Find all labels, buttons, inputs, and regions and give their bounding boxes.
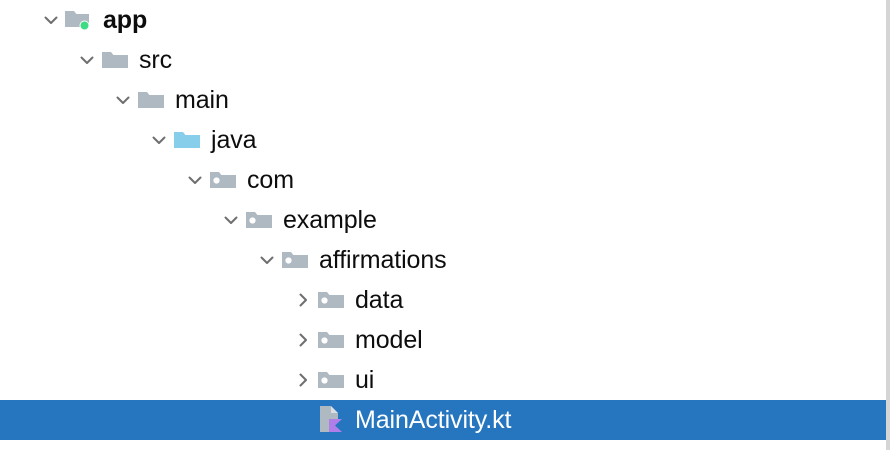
package-folder-icon <box>316 320 346 360</box>
indent-spacer <box>0 320 290 360</box>
tree-row-label: java <box>211 125 257 154</box>
tree-row[interactable]: java <box>0 120 886 160</box>
tree-row-label: data <box>355 285 404 314</box>
tree-row-label: model <box>355 325 423 354</box>
tree-row[interactable]: affirmations <box>0 240 886 280</box>
tree-row[interactable]: com <box>0 160 886 200</box>
package-folder-icon <box>244 200 274 240</box>
chevron-down-glyph <box>80 56 94 64</box>
kotlin-file-glyph <box>320 406 342 432</box>
indent-spacer <box>0 360 290 400</box>
chevron-down-glyph <box>44 16 58 24</box>
tree-row[interactable]: ui <box>0 360 886 400</box>
chevron-down-icon[interactable] <box>254 240 280 280</box>
folder-glyph <box>102 52 128 68</box>
tree-row-label: src <box>139 45 173 74</box>
chevron-down-glyph <box>224 216 238 224</box>
folder-glyph <box>138 92 164 108</box>
chevron-down-icon[interactable] <box>74 40 100 80</box>
chevron-down-glyph <box>116 96 130 104</box>
indent-spacer <box>0 120 146 160</box>
indent-spacer <box>0 160 182 200</box>
chevron-down-glyph <box>260 256 274 264</box>
package-folder-glyph <box>210 172 236 188</box>
chevron-down-icon[interactable] <box>110 80 136 120</box>
module-folder-icon <box>64 0 94 40</box>
scrollbar-track[interactable] <box>886 0 890 450</box>
indent-spacer <box>0 40 74 80</box>
chevron-down-glyph <box>152 136 166 144</box>
chevron-right-glyph <box>299 293 307 307</box>
chevron-down-icon[interactable] <box>182 160 208 200</box>
package-folder-glyph <box>318 332 344 348</box>
indent-spacer <box>0 80 110 120</box>
package-folder-icon <box>316 360 346 400</box>
tree-row-label: app <box>103 5 148 34</box>
folder-icon <box>136 80 166 120</box>
chevron-right-icon[interactable] <box>290 360 316 400</box>
chevron-down-glyph <box>188 176 202 184</box>
tree-row-label: affirmations <box>319 245 447 274</box>
folder-icon <box>100 40 130 80</box>
package-folder-glyph <box>318 372 344 388</box>
chevron-right-icon[interactable] <box>290 280 316 320</box>
package-folder-icon <box>208 160 238 200</box>
kotlin-file-icon <box>316 400 346 440</box>
indent-spacer <box>0 400 290 440</box>
tree-row-label: MainActivity.kt <box>355 405 512 434</box>
package-folder-glyph <box>318 292 344 308</box>
tree-row[interactable]: example <box>0 200 886 240</box>
indent-spacer <box>0 280 290 320</box>
package-folder-glyph <box>282 252 308 268</box>
tree-row-label: ui <box>355 365 375 394</box>
tree-row[interactable]: main <box>0 80 886 120</box>
tree-row[interactable]: MainActivity.kt <box>0 400 886 440</box>
chevron-down-icon[interactable] <box>218 200 244 240</box>
chevron-right-icon[interactable] <box>290 320 316 360</box>
source-root-folder-icon <box>172 120 202 160</box>
package-folder-glyph <box>246 212 272 228</box>
tree-row[interactable]: model <box>0 320 886 360</box>
chevron-right-glyph <box>299 373 307 387</box>
tree-row-label: com <box>247 165 294 194</box>
panel-right-gap <box>890 0 896 450</box>
tree-row[interactable]: app <box>0 0 886 40</box>
chevron-down-icon[interactable] <box>146 120 172 160</box>
package-folder-icon <box>280 240 310 280</box>
tree-row[interactable]: data <box>0 280 886 320</box>
package-folder-icon <box>316 280 346 320</box>
source-root-folder-glyph <box>174 132 200 148</box>
tree-row[interactable]: src <box>0 40 886 80</box>
tree-row-label: main <box>175 85 229 114</box>
indent-spacer <box>0 200 218 240</box>
tree-row-label: example <box>283 205 377 234</box>
indent-spacer <box>0 240 254 280</box>
module-folder-glyph <box>65 11 90 31</box>
chevron-down-icon[interactable] <box>38 0 64 40</box>
chevron-right-glyph <box>299 333 307 347</box>
indent-spacer <box>0 0 38 40</box>
